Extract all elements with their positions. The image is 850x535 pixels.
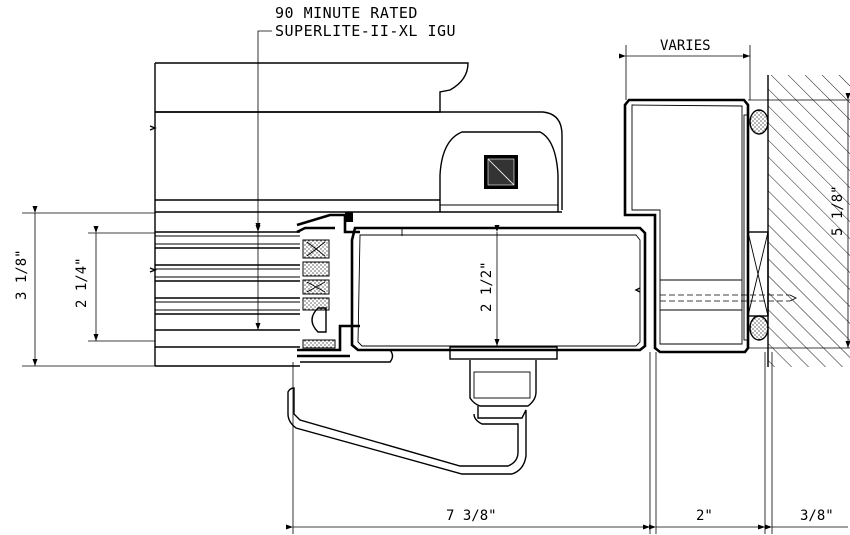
lock-housing [439, 131, 559, 212]
dim-label-main: 7 3/8" [446, 508, 497, 524]
dim-label-varies: VARIES [660, 38, 711, 54]
door-head-body [149, 62, 563, 273]
dim-label-mid: 2" [696, 508, 713, 524]
dim-glass: 2 1/4" [74, 225, 261, 342]
dim-horizontal: 7 3/8" 2" 3/8" [286, 352, 848, 534]
dim-wall-depth: 5 1/8" [748, 93, 850, 349]
callout-line-1: 90 MINUTE RATED [275, 4, 418, 22]
dim-label-right: 3/8" [800, 508, 834, 524]
dim-label-frame-depth: 2 1/2" [479, 261, 495, 312]
dim-label-glass: 2 1/4" [74, 257, 90, 308]
dim-label-overall: 3 1/8" [14, 249, 30, 300]
dim-overall-left: 3 1/8" [14, 206, 155, 367]
callout-igu: 90 MINUTE RATED SUPERLITE-II-XL IGU [255, 4, 456, 230]
dim-varies: VARIES [619, 38, 751, 100]
glazing-stop [296, 212, 360, 358]
wall-frame [623, 98, 798, 354]
callout-line-2: SUPERLITE-II-XL IGU [275, 22, 456, 40]
igu-glazing [154, 212, 300, 367]
wall-section [767, 75, 850, 367]
frame-tube [300, 226, 647, 363]
dim-frame-depth: 2 1/2" [479, 225, 500, 346]
dim-label-wall-depth: 5 1/8" [830, 185, 846, 236]
lever-handle [287, 346, 558, 475]
